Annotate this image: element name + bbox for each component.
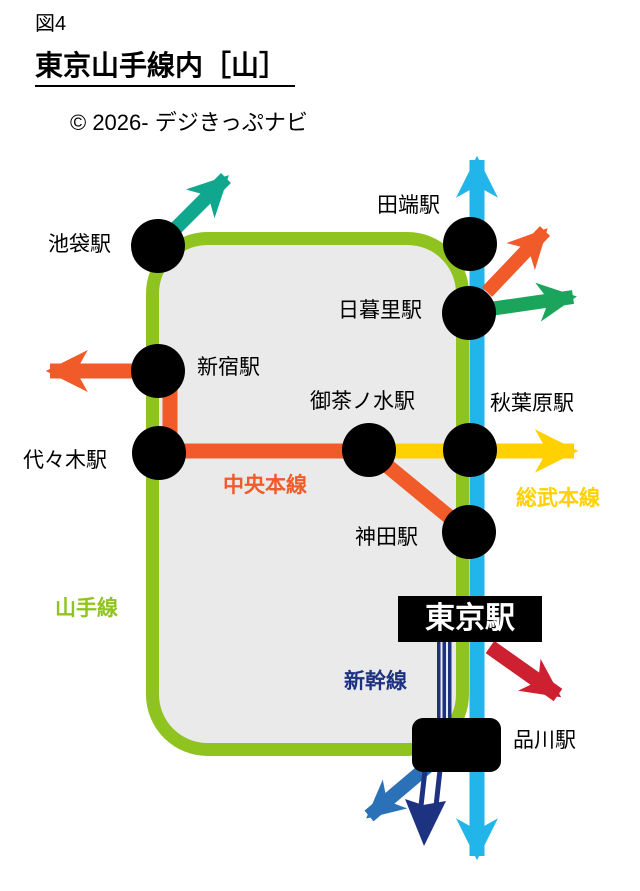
- tokyo-southeast-arrow: [485, 640, 563, 702]
- station-dot-ochanomizu: [342, 423, 396, 477]
- page-title: 東京山手線内［山］: [35, 50, 296, 88]
- station-label-nippori: 日暮里駅: [338, 299, 422, 322]
- station-dot-nippori: [442, 286, 496, 340]
- shinkansen-stripe-3: [448, 640, 452, 730]
- line-label-chuo: 中央本線: [223, 474, 307, 497]
- yamanote-loop: [146, 232, 469, 756]
- nippori-northeast-arrow: [481, 226, 551, 297]
- shinkansen-arrow-shaft-left: [418, 769, 428, 807]
- station-dot-yoyogi: [132, 426, 186, 480]
- shinkansen-arrowhead: [405, 799, 446, 846]
- line-label-yamanote: 山手線: [55, 597, 118, 620]
- station-dot-tabata: [443, 217, 497, 271]
- station-label-ikebukuro: 池袋駅: [48, 233, 111, 256]
- shinagawa-station-box: [412, 718, 501, 772]
- shinkansen-stripe-2: [442, 640, 446, 730]
- line-label-sobu: 総武本線: [516, 487, 600, 510]
- line-label-shinkansen: 新幹線: [344, 670, 407, 693]
- station-label-yoyogi: 代々木駅: [23, 449, 107, 472]
- station-label-kanda: 神田駅: [355, 526, 418, 549]
- station-dot-kanda: [442, 505, 496, 559]
- station-label-shinjuku: 新宿駅: [197, 356, 260, 379]
- station-dot-ikebukuro: [131, 219, 185, 273]
- tokyo-station-box: [398, 596, 542, 642]
- nippori-east-arrow: [488, 282, 577, 322]
- station-dot-akihabara: [443, 423, 497, 477]
- shinkansen-stripe-1: [437, 640, 441, 730]
- station-label-akihabara: 秋葉原駅: [490, 392, 574, 415]
- shinkansen-arrow-shaft-right: [433, 769, 443, 807]
- figure-label: 図4: [35, 13, 67, 35]
- station-label-tokyo: 東京駅: [425, 602, 515, 635]
- station-label-tabata: 田端駅: [377, 194, 440, 217]
- copyright-text: © 2026- デジきっぷナビ: [70, 110, 308, 135]
- station-label-shinagawa: 品川駅: [513, 729, 576, 752]
- station-label-ochanomizu: 御茶ノ水駅: [310, 390, 415, 413]
- station-dot-shinjuku: [131, 344, 185, 398]
